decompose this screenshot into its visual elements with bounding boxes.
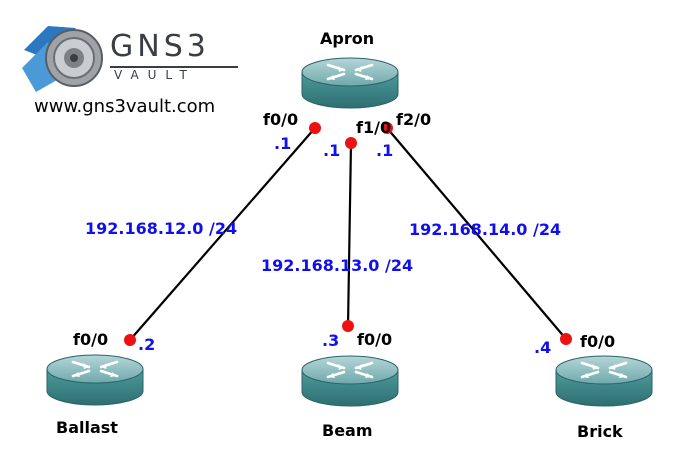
network-label-14: 192.168.14.0 /24 xyxy=(409,220,562,239)
ip-ballast: .2 xyxy=(138,335,156,354)
port-dot-apron-f10 xyxy=(345,137,357,149)
network-label-13: 192.168.13.0 /24 xyxy=(261,256,414,275)
iface-apron-f20: f2/0 xyxy=(396,110,432,129)
iface-apron-f10: f1/0 xyxy=(356,118,392,137)
router-icon-apron[interactable] xyxy=(300,56,400,110)
ip-apron-f20: .1 xyxy=(376,141,394,160)
link-apron-brick xyxy=(386,127,567,340)
ip-apron-f10: .1 xyxy=(323,141,341,160)
router-icon-brick[interactable] xyxy=(554,354,654,408)
port-dot-apron-f20 xyxy=(381,122,393,134)
site-url[interactable]: www.gns3vault.com xyxy=(34,96,216,117)
logo-brand: GNS3 xyxy=(110,29,210,64)
router-name-apron: Apron xyxy=(320,29,375,48)
port-dot-brick-f00 xyxy=(560,333,572,345)
iface-brick-f00: f0/0 xyxy=(580,332,616,351)
router-name-beam: Beam xyxy=(322,421,373,440)
link-apron-ballast xyxy=(129,127,316,341)
port-dot-apron-f00 xyxy=(309,122,321,134)
iface-apron-f00: f0/0 xyxy=(263,110,299,129)
iface-ballast-f00: f0/0 xyxy=(73,330,109,349)
ip-brick: .4 xyxy=(534,338,552,357)
gns3-vault-logo-icon xyxy=(22,26,103,92)
ip-beam: .3 xyxy=(322,331,340,350)
iface-beam-f00: f0/0 xyxy=(357,330,393,349)
router-icon-beam[interactable] xyxy=(300,354,400,408)
router-name-ballast: Ballast xyxy=(56,418,118,437)
port-dot-ballast-f00 xyxy=(124,334,136,346)
network-label-12: 192.168.12.0 /24 xyxy=(85,219,238,238)
logo-sub: VAULT xyxy=(110,66,238,82)
port-dot-beam-f00 xyxy=(342,320,354,332)
link-apron-beam xyxy=(346,142,353,327)
ip-apron-f00: .1 xyxy=(274,134,292,153)
router-icon-ballast[interactable] xyxy=(45,353,145,407)
router-name-brick: Brick xyxy=(577,422,623,441)
logo-wordmark: GNS3 VAULT xyxy=(110,32,238,82)
